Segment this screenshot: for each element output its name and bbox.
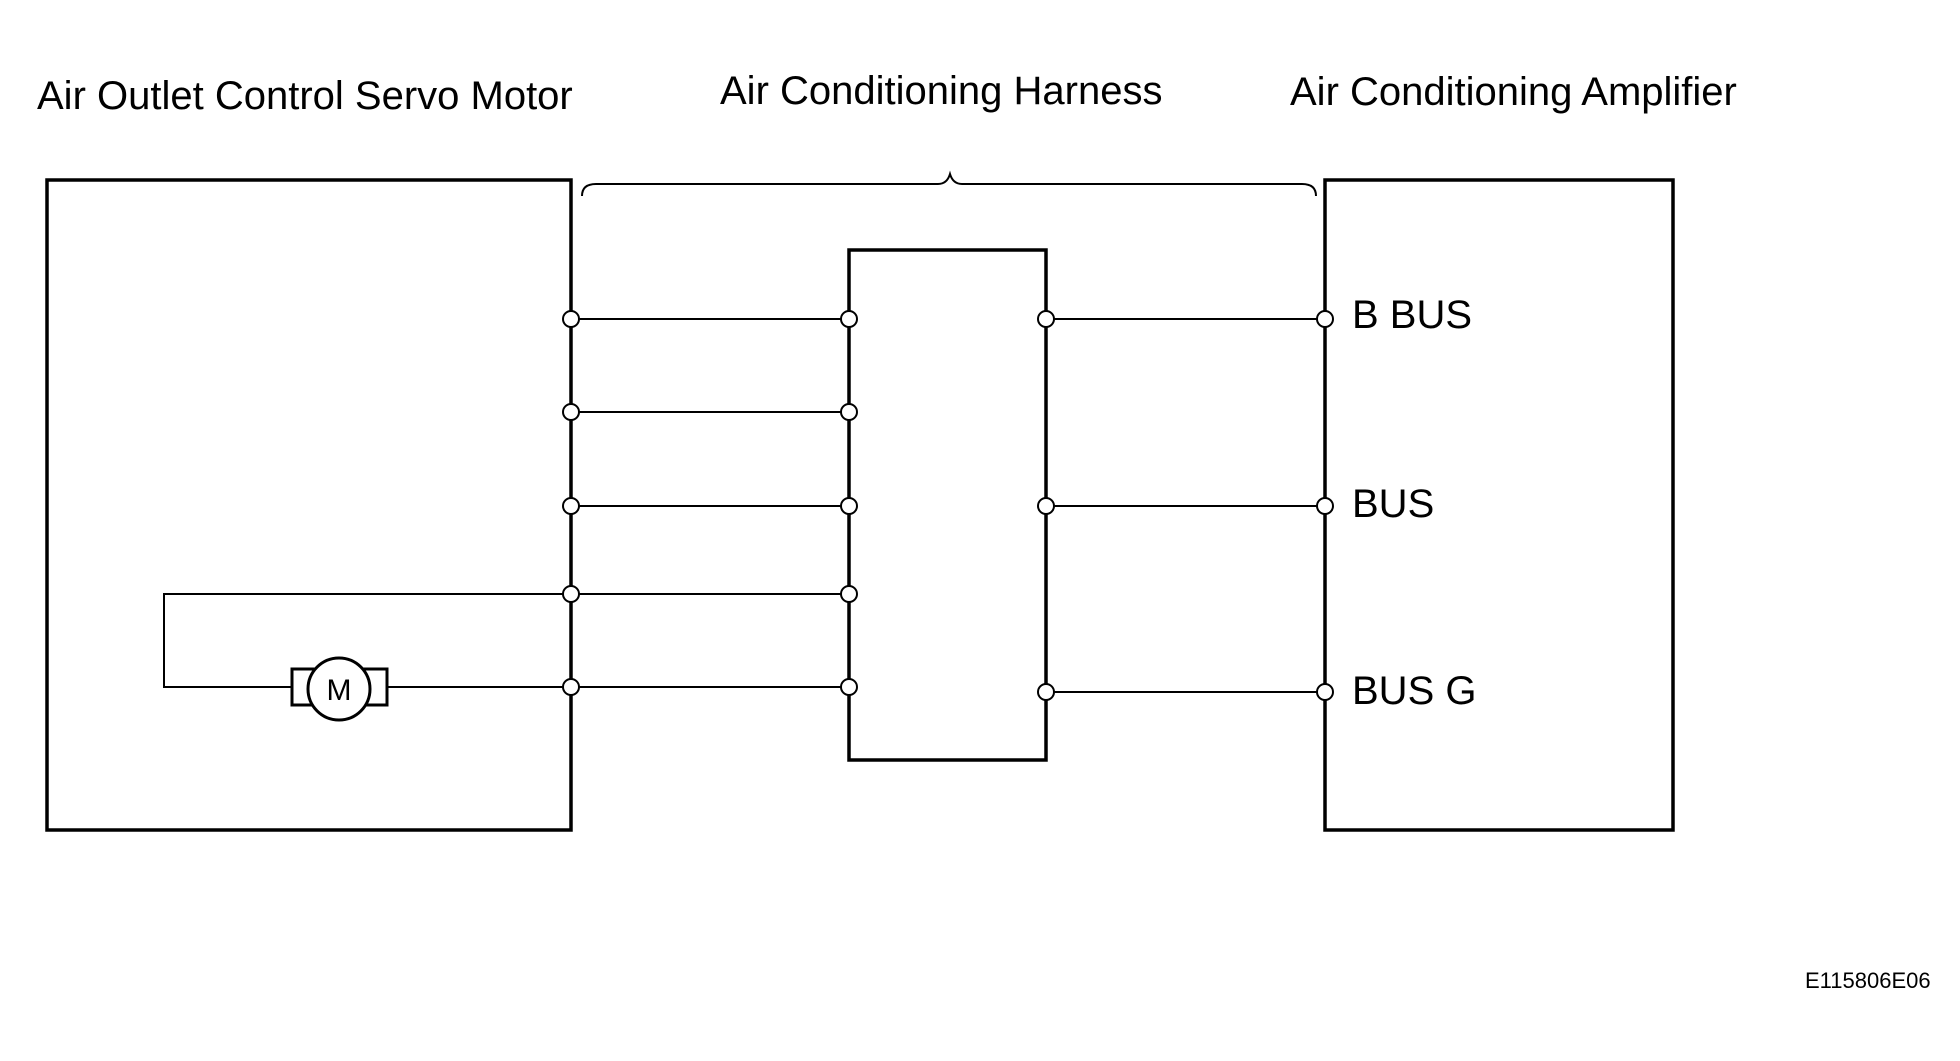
pin-label-bus: BUS [1352, 482, 1435, 526]
harness-connector-box [847, 248, 1048, 762]
amplifier-title: Air Conditioning Amplifier [1290, 70, 1737, 114]
brace-icon [581, 170, 1317, 197]
harness-title: Air Conditioning Harness [720, 69, 1163, 113]
motor-symbol-label: M [327, 674, 352, 707]
pin-label-b-bus: B BUS [1352, 293, 1473, 337]
figure-code: E115806E06 [1805, 968, 1931, 993]
servo-motor-box [45, 178, 573, 832]
terminal-icon [562, 310, 1334, 701]
servo-motor-title: Air Outlet Control Servo Motor [37, 74, 573, 118]
pin-label-bus-g: BUS G [1352, 669, 1477, 713]
motor-loop-wire [163, 593, 571, 688]
motor-icon: M [290, 656, 389, 722]
